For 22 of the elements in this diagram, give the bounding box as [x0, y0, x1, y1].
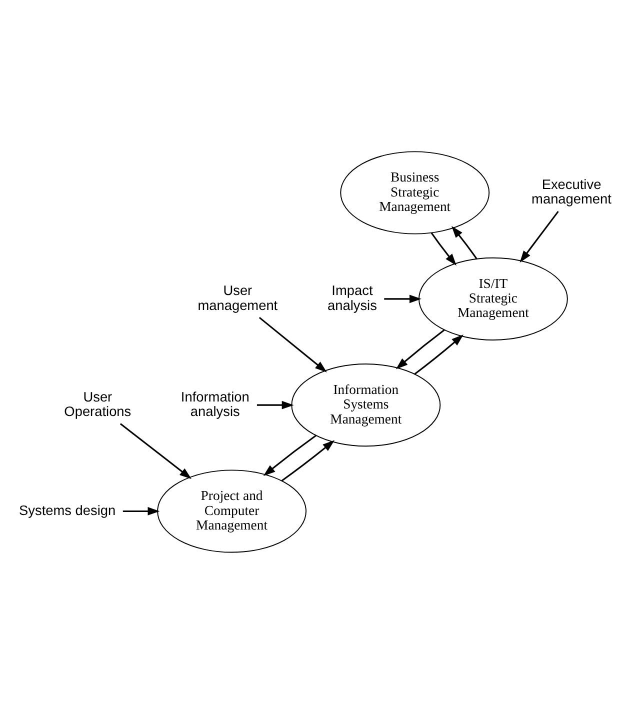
- arrow: [263, 434, 317, 476]
- node-text: Information analysis: [180, 389, 250, 420]
- arrow: [120, 423, 192, 479]
- arrow: [281, 440, 335, 482]
- node-ellipse: Business Strategic Management: [340, 151, 490, 234]
- node-text: Systems design: [19, 502, 116, 518]
- arrow: [452, 226, 478, 260]
- arrow: [396, 329, 445, 370]
- node-ellipse: Project and Computer Management: [157, 470, 307, 553]
- arrow: [384, 294, 422, 304]
- arrow: [258, 316, 327, 372]
- arrow: [122, 507, 160, 516]
- arrow: [414, 334, 464, 375]
- arrow: [256, 400, 294, 410]
- arrow: [430, 232, 456, 266]
- node-ellipse: Information Systems Management: [291, 364, 441, 447]
- node-text: User Operations: [64, 389, 132, 420]
- node-ellipse: IS/IT Strategic Management: [418, 257, 568, 340]
- arrow: [520, 210, 559, 263]
- node-text: User management: [198, 283, 278, 313]
- node-text: Executive management: [532, 177, 612, 207]
- node-text: Impact analysis: [327, 283, 377, 313]
